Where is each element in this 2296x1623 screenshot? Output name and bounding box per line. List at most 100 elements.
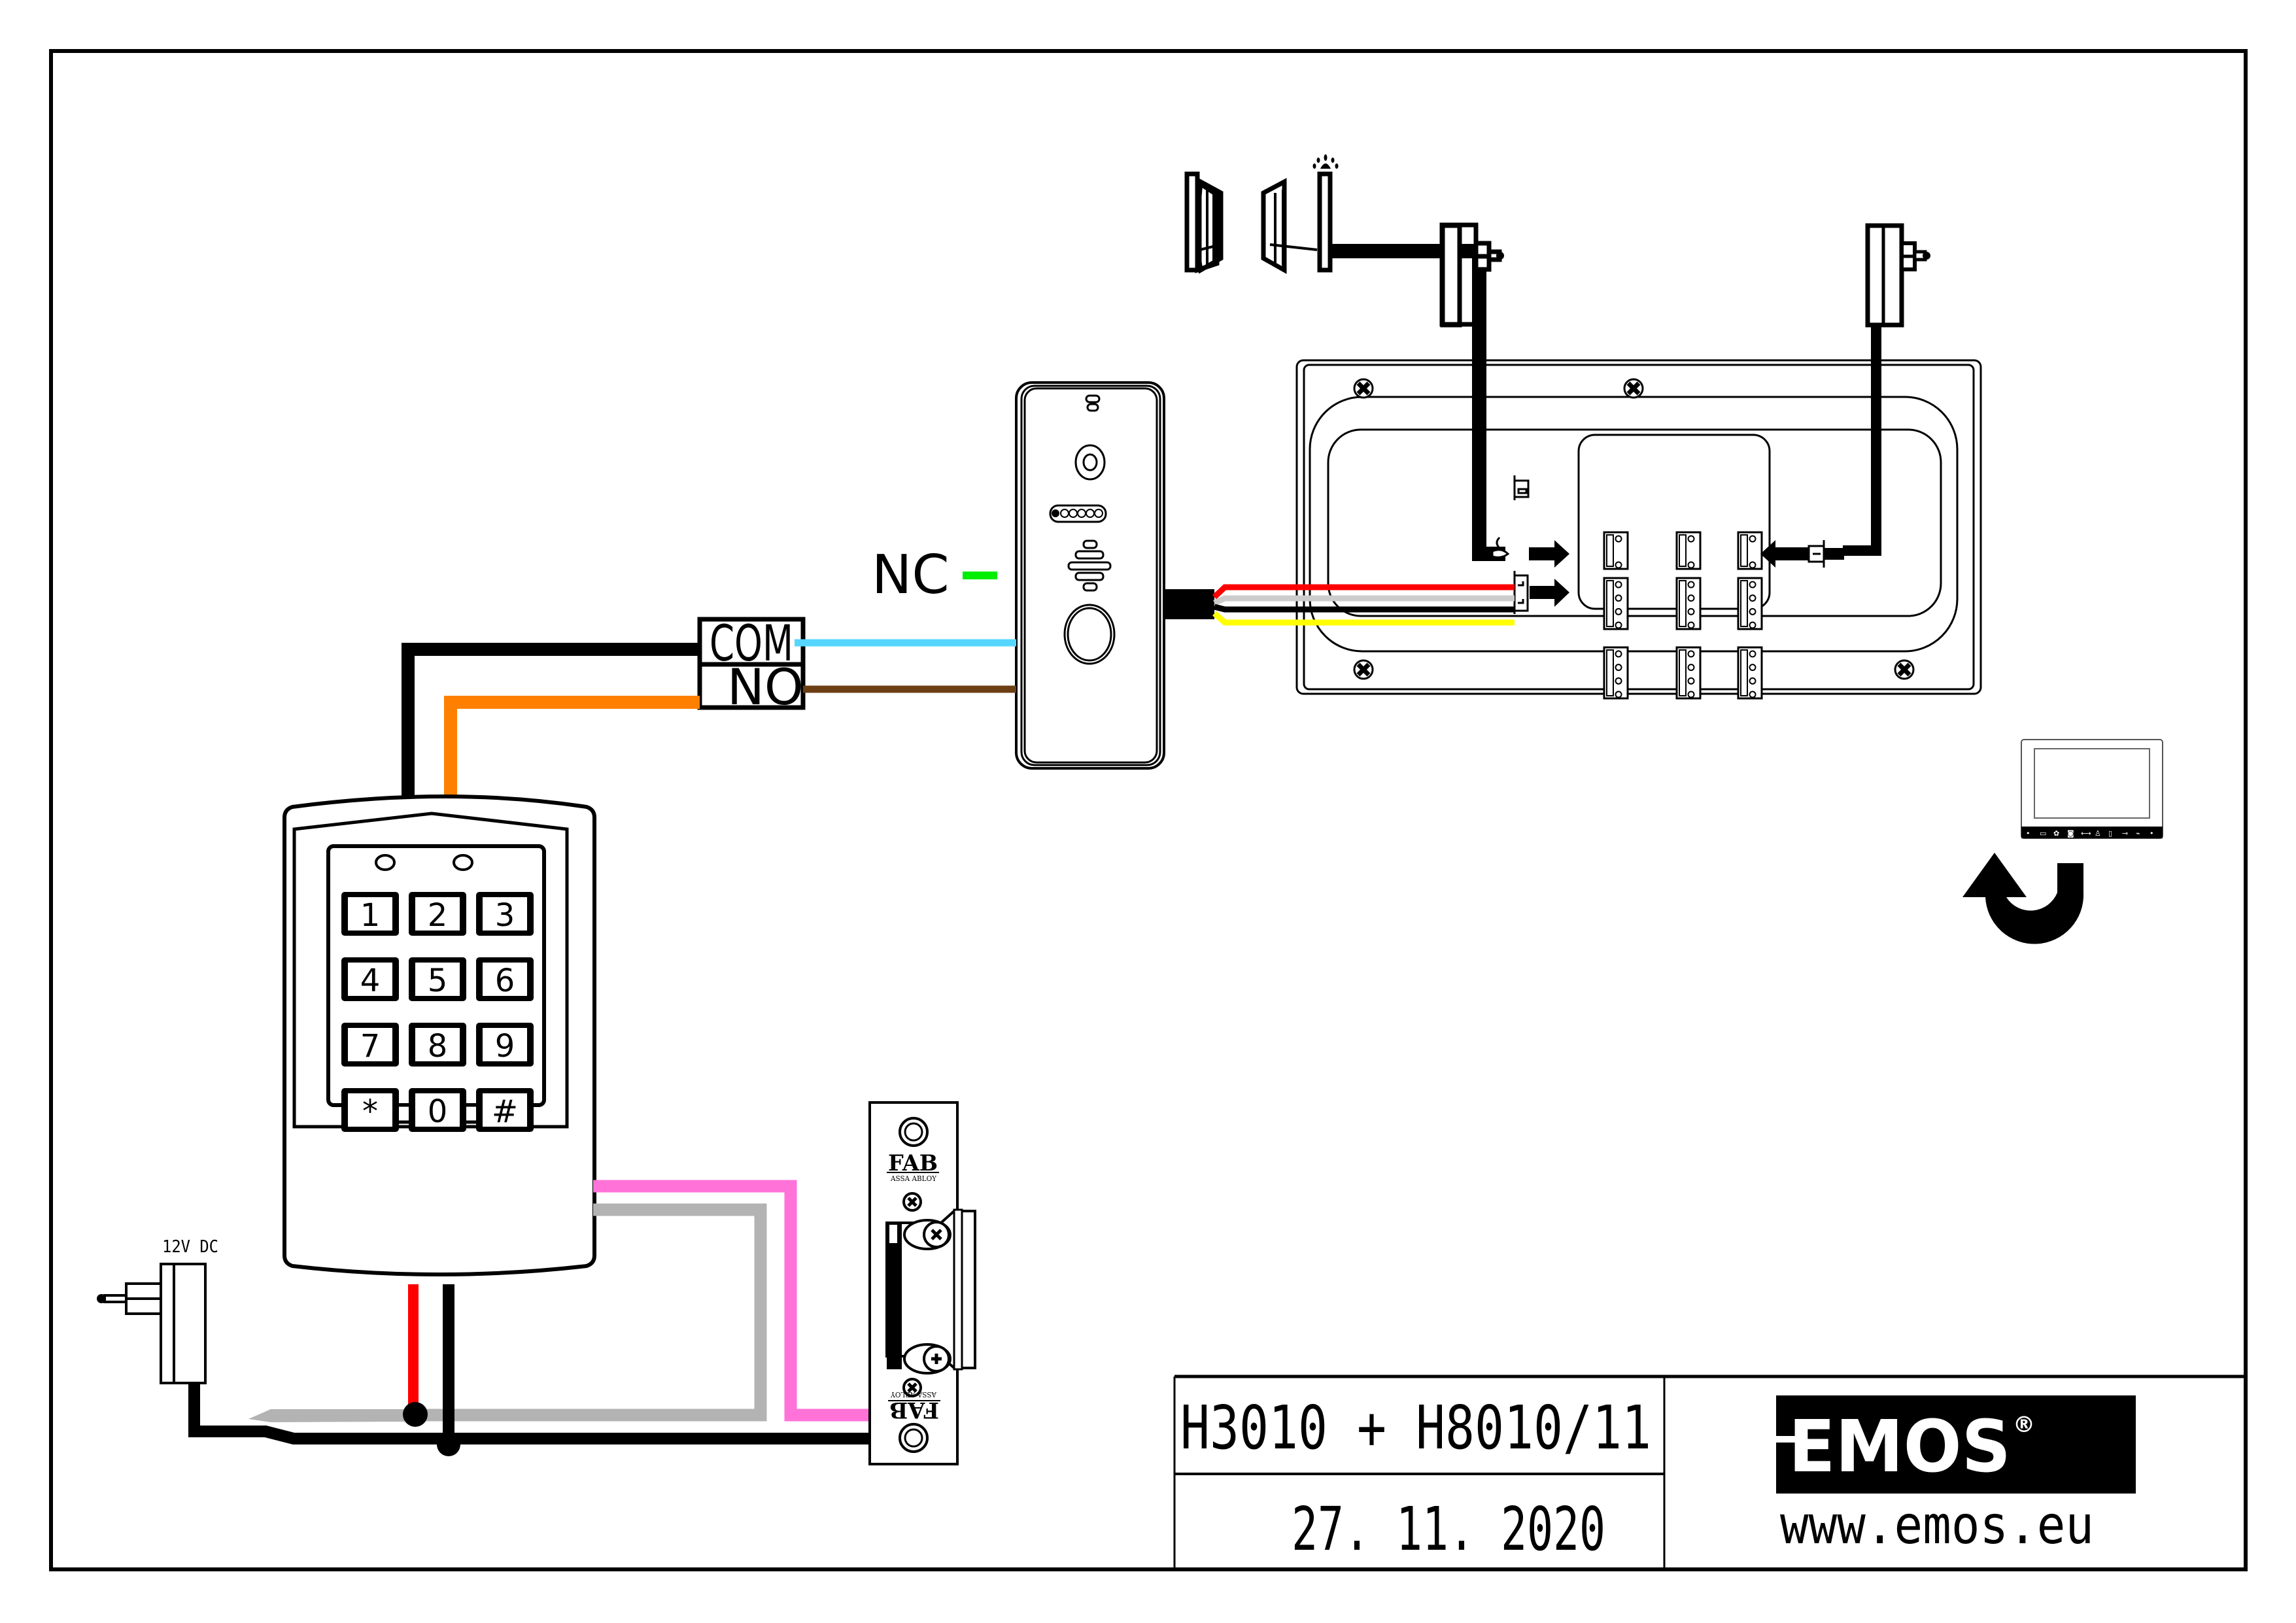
connector-socket xyxy=(1675,577,1702,630)
monitor-front: • ▭ ✿ ◙ ⟷ ♙ ▯ ⊸ ⌁ • xyxy=(2021,739,2163,839)
keypad-key-label: 6 xyxy=(495,963,515,999)
keypad-key: 2 xyxy=(409,892,466,936)
key-icon: ⌁ xyxy=(2136,829,2140,838)
nc-label: NC xyxy=(872,544,950,606)
doorstation-plug xyxy=(1513,571,1529,614)
gate-plug xyxy=(1496,475,1530,549)
power-plug xyxy=(1808,540,1825,568)
camera-lens-icon xyxy=(1074,444,1106,481)
lock-screw-icon xyxy=(902,1192,922,1212)
settings-icon: ✿ xyxy=(2053,829,2059,838)
volume-icon: ◙ xyxy=(2067,829,2074,838)
gray-wire xyxy=(408,1203,767,1422)
keypad-key-label: 4 xyxy=(360,963,381,999)
mounting-hole-icon xyxy=(899,1423,929,1453)
gray-wire-split xyxy=(248,1409,408,1422)
keypad-key: 4 xyxy=(341,957,399,1001)
monitor-icons: • ▭ ✿ ◙ ⟷ ♙ ▯ ⊸ ⌁ • xyxy=(2026,829,2154,838)
screw-icon xyxy=(1894,659,1915,680)
doorstation-cable-jacket xyxy=(1164,589,1214,619)
ground-wire xyxy=(188,1381,871,1444)
keypad-key-label: 7 xyxy=(360,1028,381,1065)
doorstation-wires xyxy=(1212,584,1515,626)
speaker-grille-icon xyxy=(1067,539,1112,592)
relay-terminal-block: COM NO xyxy=(697,614,806,716)
person-icon: ▯ xyxy=(2108,829,2112,838)
connector-socket xyxy=(1737,531,1763,570)
status-led-icon xyxy=(453,854,473,871)
keypad-key-label: 1 xyxy=(360,897,381,934)
keypad-key-label: 5 xyxy=(428,963,448,999)
drawing-frame xyxy=(49,49,2248,1571)
keypad-key: 6 xyxy=(476,957,534,1001)
power-supply-label: 12V DC xyxy=(162,1237,218,1257)
com-label: COM xyxy=(710,614,793,672)
junction-dot xyxy=(437,1433,460,1456)
camera-icon: ⟷ xyxy=(2081,829,2091,838)
plug-arrow-icon xyxy=(1530,579,1569,607)
gate-icon xyxy=(1184,154,1339,274)
monitor-power-adapter-icon xyxy=(1439,222,1504,328)
monitor-button-bar xyxy=(2021,827,2163,838)
monitor-back-panel xyxy=(1295,359,1982,695)
mounting-hole-icon xyxy=(899,1117,929,1147)
pink-wire xyxy=(593,1180,870,1422)
keypad-key-label: * xyxy=(362,1093,378,1130)
keypad-key: 3 xyxy=(476,892,534,936)
keypad-com-wire xyxy=(402,643,700,804)
model-number: H3010 + H8010/11 xyxy=(1180,1393,1651,1463)
microphone-icon xyxy=(1085,394,1101,412)
keypad-key-label: 0 xyxy=(428,1093,448,1130)
door-station xyxy=(1015,381,1165,770)
monitor-screen xyxy=(2034,748,2150,819)
connector-socket xyxy=(1737,646,1763,700)
keypad-key: 1 xyxy=(341,892,399,936)
ir-led-strip xyxy=(1049,504,1107,523)
plug-arrow-icon xyxy=(1760,540,1809,568)
drawing-date: 27. 11. 2020 xyxy=(1292,1494,1605,1564)
call-button xyxy=(1063,604,1116,665)
connector-socket xyxy=(1675,646,1702,700)
screw-icon xyxy=(1353,659,1374,680)
intercom-icon: ♙ xyxy=(2095,829,2101,838)
keypad-key-label: 9 xyxy=(495,1028,515,1065)
door-icon: ⊸ xyxy=(2122,829,2128,838)
keypad-no-wire xyxy=(444,696,700,804)
plug-arrow-icon xyxy=(1529,540,1569,568)
unlock-icon: • xyxy=(2150,829,2154,838)
keypad-key: 8 xyxy=(409,1023,466,1067)
no-label: NO xyxy=(727,658,804,716)
emos-logo: EMOS ® xyxy=(1776,1395,2136,1494)
connector-socket xyxy=(1603,577,1629,630)
keypad-key: * xyxy=(341,1088,399,1132)
brand-name: EMOS xyxy=(1789,1405,2011,1488)
connector-socket xyxy=(1737,577,1763,630)
lock-subbrand-bottom: ASSA ABLOY xyxy=(890,1390,937,1399)
lock-screw-icon xyxy=(902,1378,922,1397)
beacon-light-icon xyxy=(1312,154,1339,169)
connector-socket xyxy=(1675,531,1702,570)
connector-sockets xyxy=(1603,531,1763,700)
screw-icon xyxy=(1353,378,1374,399)
monitor-power-cable xyxy=(1843,325,1881,556)
keypad-key-label: 2 xyxy=(428,897,448,934)
connector-socket xyxy=(1603,531,1629,570)
title-block: H3010 + H8010/11 27. 11. 2020 EMOS ® www… xyxy=(1173,1375,2246,1569)
rotate-arrow-icon xyxy=(1962,853,2084,944)
brightness-icon: ▭ xyxy=(2040,829,2046,838)
status-led-icon xyxy=(375,854,396,871)
power-dot-icon: • xyxy=(2026,829,2030,838)
keypad-key: 7 xyxy=(341,1023,399,1067)
screw-icons xyxy=(1353,378,1915,680)
keypad-key-label: # xyxy=(492,1093,518,1130)
brand-registered-mark: ® xyxy=(2013,1412,2035,1438)
keypad-key: # xyxy=(476,1088,534,1132)
screw-icon xyxy=(1623,378,1644,399)
gate-cable xyxy=(1330,244,1505,561)
website-url: www.emos.eu xyxy=(1780,1495,2094,1556)
electric-lock xyxy=(868,1101,976,1465)
keypad-key: 5 xyxy=(409,957,466,1001)
junction-dot xyxy=(403,1402,428,1427)
